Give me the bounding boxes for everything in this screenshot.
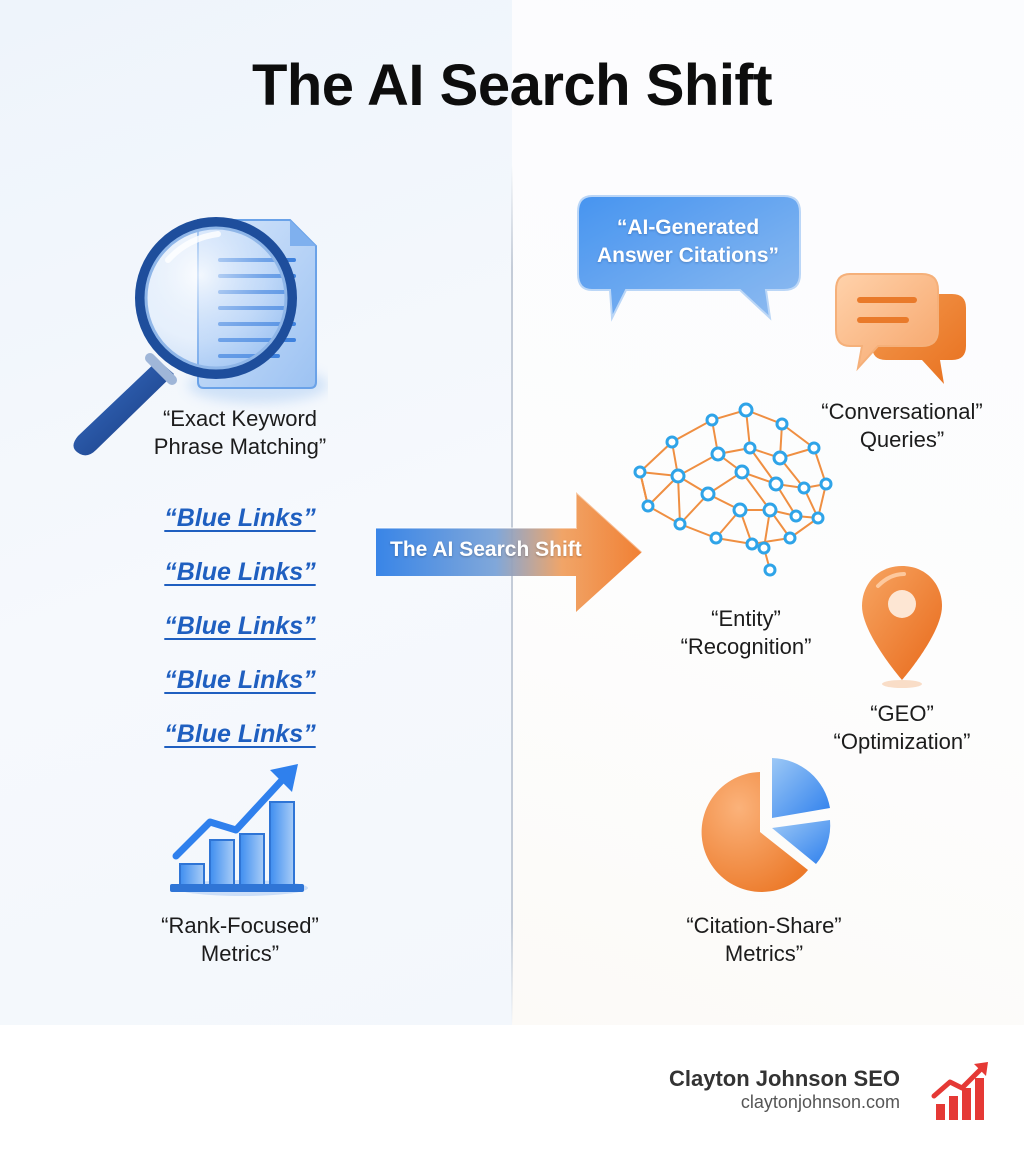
- arrow-right-icon: [376, 489, 643, 612]
- pie-chart-icon: [701, 758, 831, 892]
- entity-line-1: “Entity”: [711, 606, 781, 631]
- keyword-label-line-2: Phrase Matching”: [153, 434, 327, 459]
- shift-arrow: The AI Search Shift: [370, 488, 650, 616]
- red-bar-chart-logo-icon: [931, 1062, 988, 1120]
- geo-label: “GEO” “Optimization”: [790, 700, 1014, 756]
- footer: [0, 1025, 1024, 1154]
- entity-label: “Entity” “Recognition”: [634, 605, 858, 661]
- chat-bubbles-icon: [835, 273, 966, 384]
- ai-citations-bubble: “AI-Generated Answer Citations”: [576, 194, 804, 324]
- speech-bubble-icon: [577, 195, 801, 322]
- brand-name: Clayton Johnson SEO: [668, 1066, 900, 1091]
- brand-url[interactable]: claytonjohnson.com: [740, 1092, 900, 1112]
- rank-metrics-label: “Rank-Focused” Metrics”: [120, 912, 360, 968]
- blue-link-5[interactable]: “Blue Links”: [164, 720, 316, 748]
- rank-metrics-line-1: “Rank-Focused”: [161, 913, 319, 938]
- blue-link-1[interactable]: “Blue Links”: [164, 504, 316, 532]
- bubble-text: “AI-Generated Answer Citations”: [576, 214, 800, 270]
- rank-metrics-line-2: Metrics”: [200, 941, 280, 966]
- geo-line-2: “Optimization”: [833, 729, 971, 754]
- keyword-label: “Exact Keyword Phrase Matching”: [120, 405, 360, 461]
- center-divider: [511, 165, 513, 1025]
- bubble-text-line-1: “AI-Generated: [616, 216, 760, 239]
- arrow-label: The AI Search Shift: [390, 538, 582, 561]
- entity-line-2: “Recognition”: [680, 634, 812, 659]
- bar-chart-growth-icon: [170, 764, 308, 896]
- citation-metrics-label: “Citation-Share” Metrics”: [652, 912, 876, 968]
- neural-brain-icon: [633, 402, 833, 577]
- page-title: The AI Search Shift: [251, 53, 773, 118]
- bubble-text-line-2: Answer Citations”: [596, 244, 780, 267]
- conversational-line-2: Queries”: [859, 427, 945, 452]
- blue-link-2[interactable]: “Blue Links”: [164, 558, 316, 586]
- keyword-label-line-1: “Exact Keyword: [162, 406, 318, 431]
- geo-line-1: “GEO”: [870, 701, 934, 726]
- citation-metrics-line-1: “Citation-Share”: [686, 913, 842, 938]
- conversational-label: “Conversational” Queries”: [790, 398, 1014, 454]
- blue-link-3[interactable]: “Blue Links”: [164, 612, 316, 640]
- citation-metrics-line-2: Metrics”: [724, 941, 804, 966]
- conversational-line-1: “Conversational”: [821, 399, 983, 424]
- magnifier-document-icon: [73, 217, 328, 456]
- blue-link-4[interactable]: “Blue Links”: [164, 666, 316, 694]
- map-pin-icon: [862, 566, 942, 688]
